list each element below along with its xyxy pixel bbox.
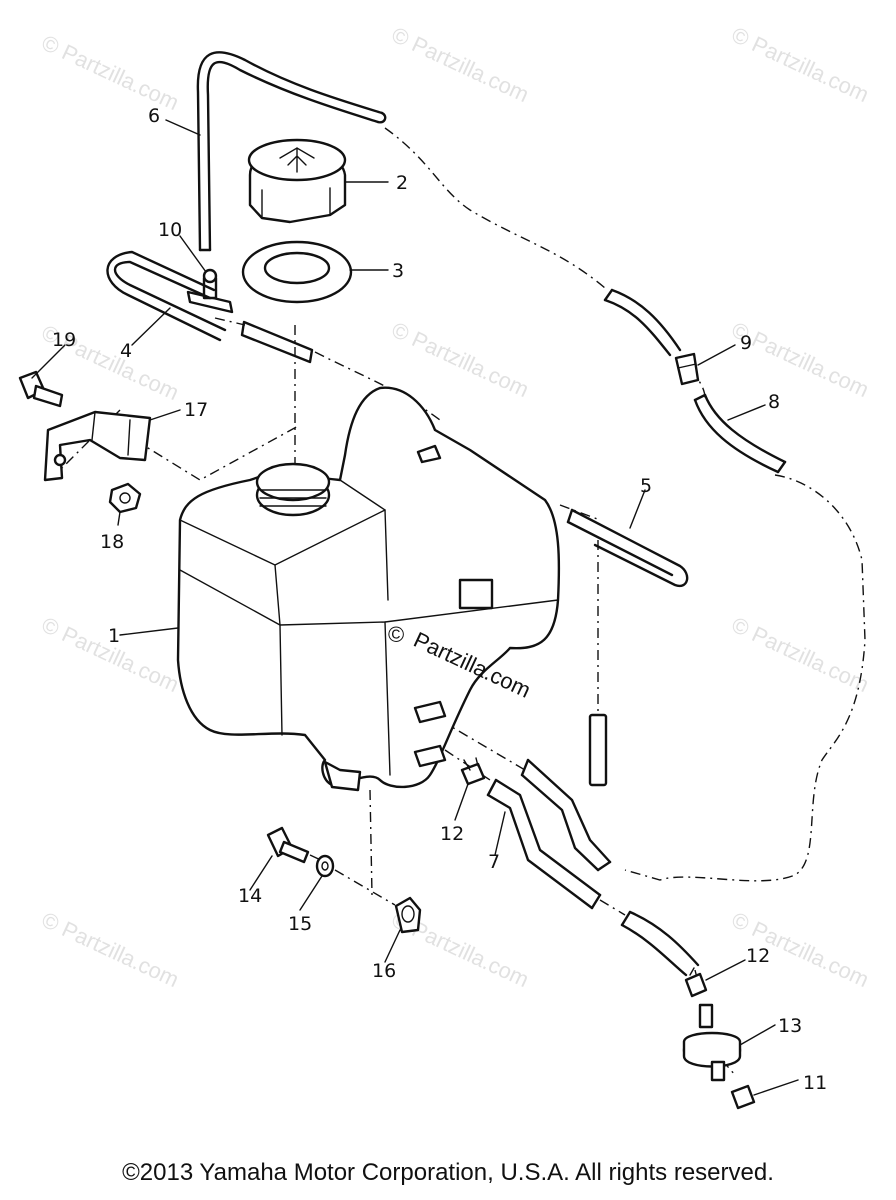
watermark: © Partzilla.com [388, 22, 533, 107]
callout-16: 16 [372, 960, 396, 982]
hose-upper-right [603, 288, 682, 357]
callout-2: 2 [396, 172, 408, 194]
callout-numbers: 1 2 3 4 5 6 7 8 9 10 11 12 12 13 14 15 1… [52, 105, 827, 1094]
nut-18 [108, 482, 142, 514]
bolt-14 [266, 826, 310, 864]
gasket-3 [241, 240, 353, 304]
bolt-19 [18, 370, 64, 408]
reservoir-tank-1 [176, 386, 561, 792]
callout-13: 13 [778, 1015, 802, 1037]
hose-4 [106, 250, 314, 364]
bracket-17 [43, 410, 152, 482]
center-watermark-symbol: © [388, 622, 404, 647]
callout-15: 15 [288, 913, 312, 935]
hose-6 [196, 51, 387, 252]
callout-7: 7 [488, 851, 500, 873]
leader-lines [31, 119, 799, 1096]
valve-13 [682, 1003, 742, 1082]
watermark: © Partzilla.com [388, 317, 533, 402]
watermark: © Partzilla.com [38, 907, 183, 992]
callout-14: 14 [238, 885, 262, 907]
clamp-12-lower [684, 967, 708, 998]
washer-15 [315, 854, 335, 878]
clamp-11 [730, 1084, 756, 1110]
callout-1: 1 [108, 625, 120, 647]
watermark: © Partzilla.com [728, 317, 873, 402]
grommet-16 [394, 896, 422, 934]
callout-17: 17 [184, 399, 208, 421]
clamp-12-upper [460, 757, 486, 786]
callout-12: 12 [440, 823, 464, 845]
callout-5: 5 [640, 475, 652, 497]
hose-5 [566, 508, 689, 588]
fitting-9 [674, 352, 700, 386]
callout-10: 10 [158, 219, 182, 241]
callout-9: 9 [740, 332, 752, 354]
assembly-lines [59, 127, 866, 1076]
callout-11: 11 [803, 1072, 827, 1094]
callout-3: 3 [392, 260, 404, 282]
callout-6: 6 [148, 105, 160, 127]
hose-7 [486, 758, 700, 977]
cap-2 [247, 138, 347, 224]
watermark: © Partzilla.com [728, 612, 873, 697]
watermark: © Partzilla.com [728, 22, 873, 107]
callout-18: 18 [100, 531, 124, 553]
tee-fitting-10 [186, 268, 234, 314]
copyright-notice: ©2013 Yamaha Motor Corporation, U.S.A. A… [122, 1159, 774, 1186]
callout-4: 4 [120, 340, 132, 362]
callout-8: 8 [768, 391, 780, 413]
callout-19: 19 [52, 329, 76, 351]
callout-12: 12 [746, 945, 770, 967]
hose-8 [693, 393, 787, 474]
watermark: © Partzilla.com [38, 30, 183, 115]
small-hose [588, 713, 608, 787]
